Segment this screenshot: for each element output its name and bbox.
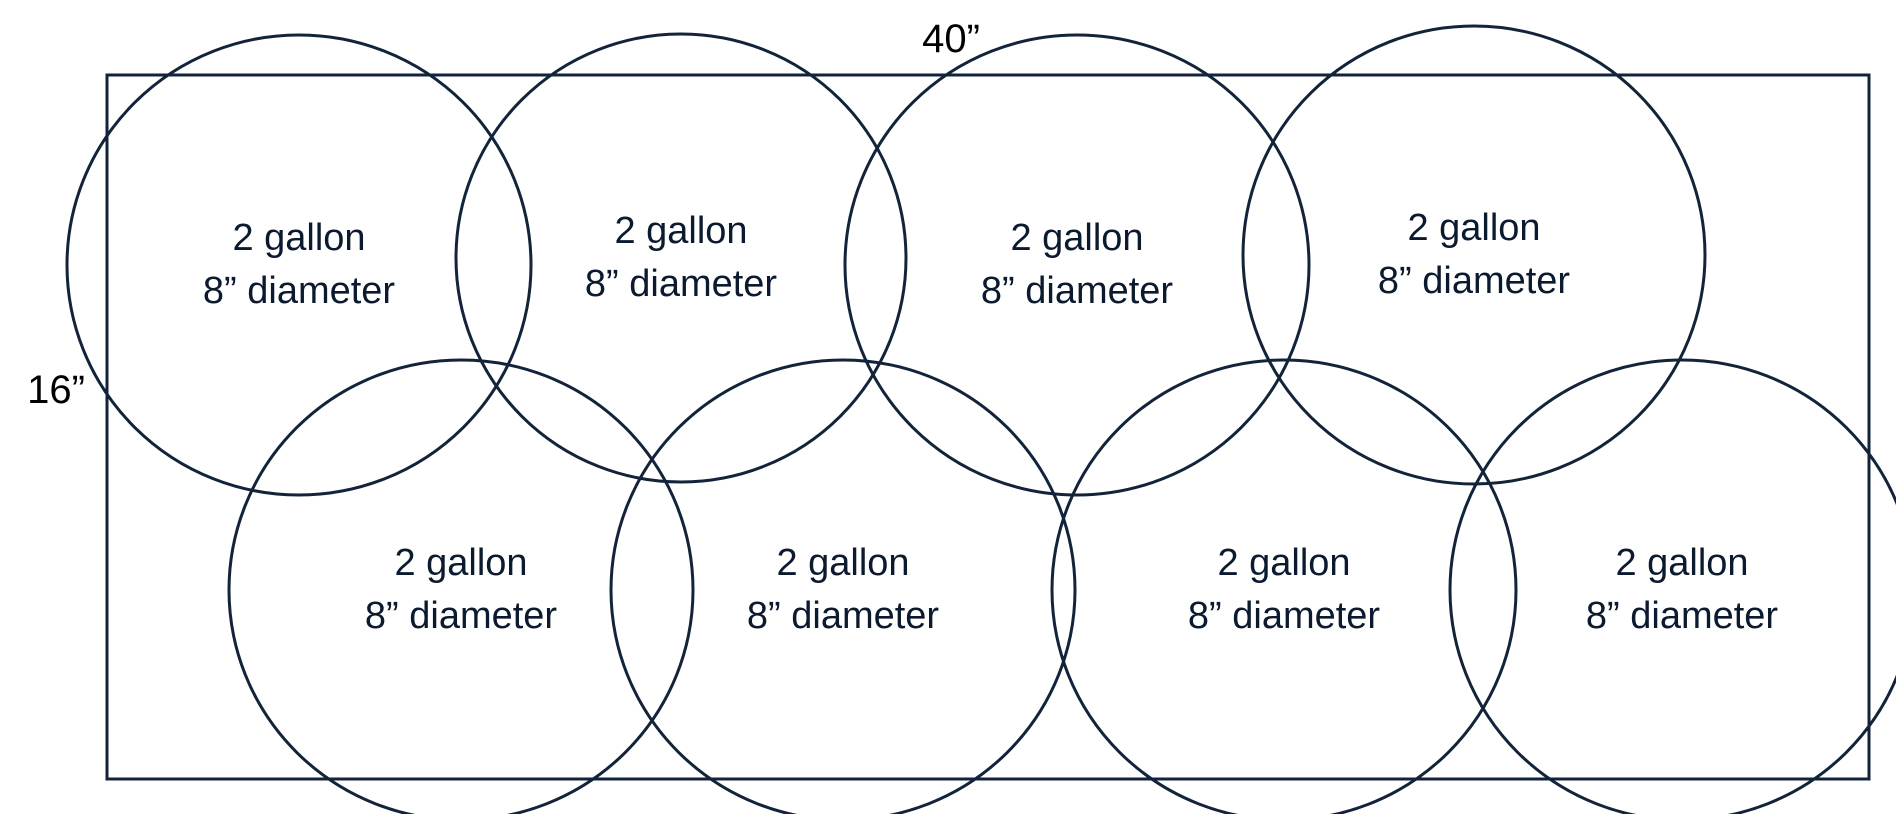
pot-diameter-label: 8” diameter (981, 270, 1174, 312)
pot-circle: 2 gallon 8” diameter (1448, 358, 1896, 814)
pot-diameter-label: 8” diameter (203, 270, 396, 312)
pot-circle: 2 gallon 8” diameter (227, 358, 695, 814)
height-dimension-label: 16” (27, 368, 85, 412)
pot-circle: 2 gallon 8” diameter (843, 33, 1311, 497)
pot-diameter-label: 8” diameter (365, 595, 558, 637)
pot-diameter-label: 8” diameter (1188, 595, 1381, 637)
pot-outline (65, 33, 533, 497)
pot-outline (454, 32, 908, 484)
pot-circle: 2 gallon 8” diameter (1050, 358, 1518, 814)
pot-capacity-label: 2 gallon (232, 217, 365, 259)
pot-diameter-label: 8” diameter (747, 595, 940, 637)
pot-capacity-label: 2 gallon (394, 542, 527, 584)
pot-capacity-label: 2 gallon (776, 542, 909, 584)
pot-capacity-label: 2 gallon (614, 210, 747, 252)
pot-capacity-label: 2 gallon (1010, 217, 1143, 259)
pot-outline (1050, 358, 1518, 814)
pot-outline (1448, 358, 1896, 814)
pot-diameter-label: 8” diameter (585, 263, 778, 305)
pot-outline (609, 358, 1077, 814)
container-outline (105, 73, 1871, 781)
pot-capacity-label: 2 gallon (1615, 542, 1748, 584)
pot-circle: 2 gallon 8” diameter (454, 32, 908, 484)
pot-capacity-label: 2 gallon (1217, 542, 1350, 584)
pot-capacity-label: 2 gallon (1407, 207, 1540, 249)
pot-circle: 2 gallon 8” diameter (609, 358, 1077, 814)
pot-outline (843, 33, 1311, 497)
pot-diameter-label: 8” diameter (1378, 260, 1571, 302)
pot-circle: 2 gallon 8” diameter (65, 33, 533, 497)
pot-outline (1241, 24, 1707, 486)
pot-diameter-label: 8” diameter (1586, 595, 1779, 637)
pot-outline (227, 358, 695, 814)
pot-circle: 2 gallon 8” diameter (1241, 24, 1707, 486)
width-dimension-label: 40” (922, 17, 980, 61)
